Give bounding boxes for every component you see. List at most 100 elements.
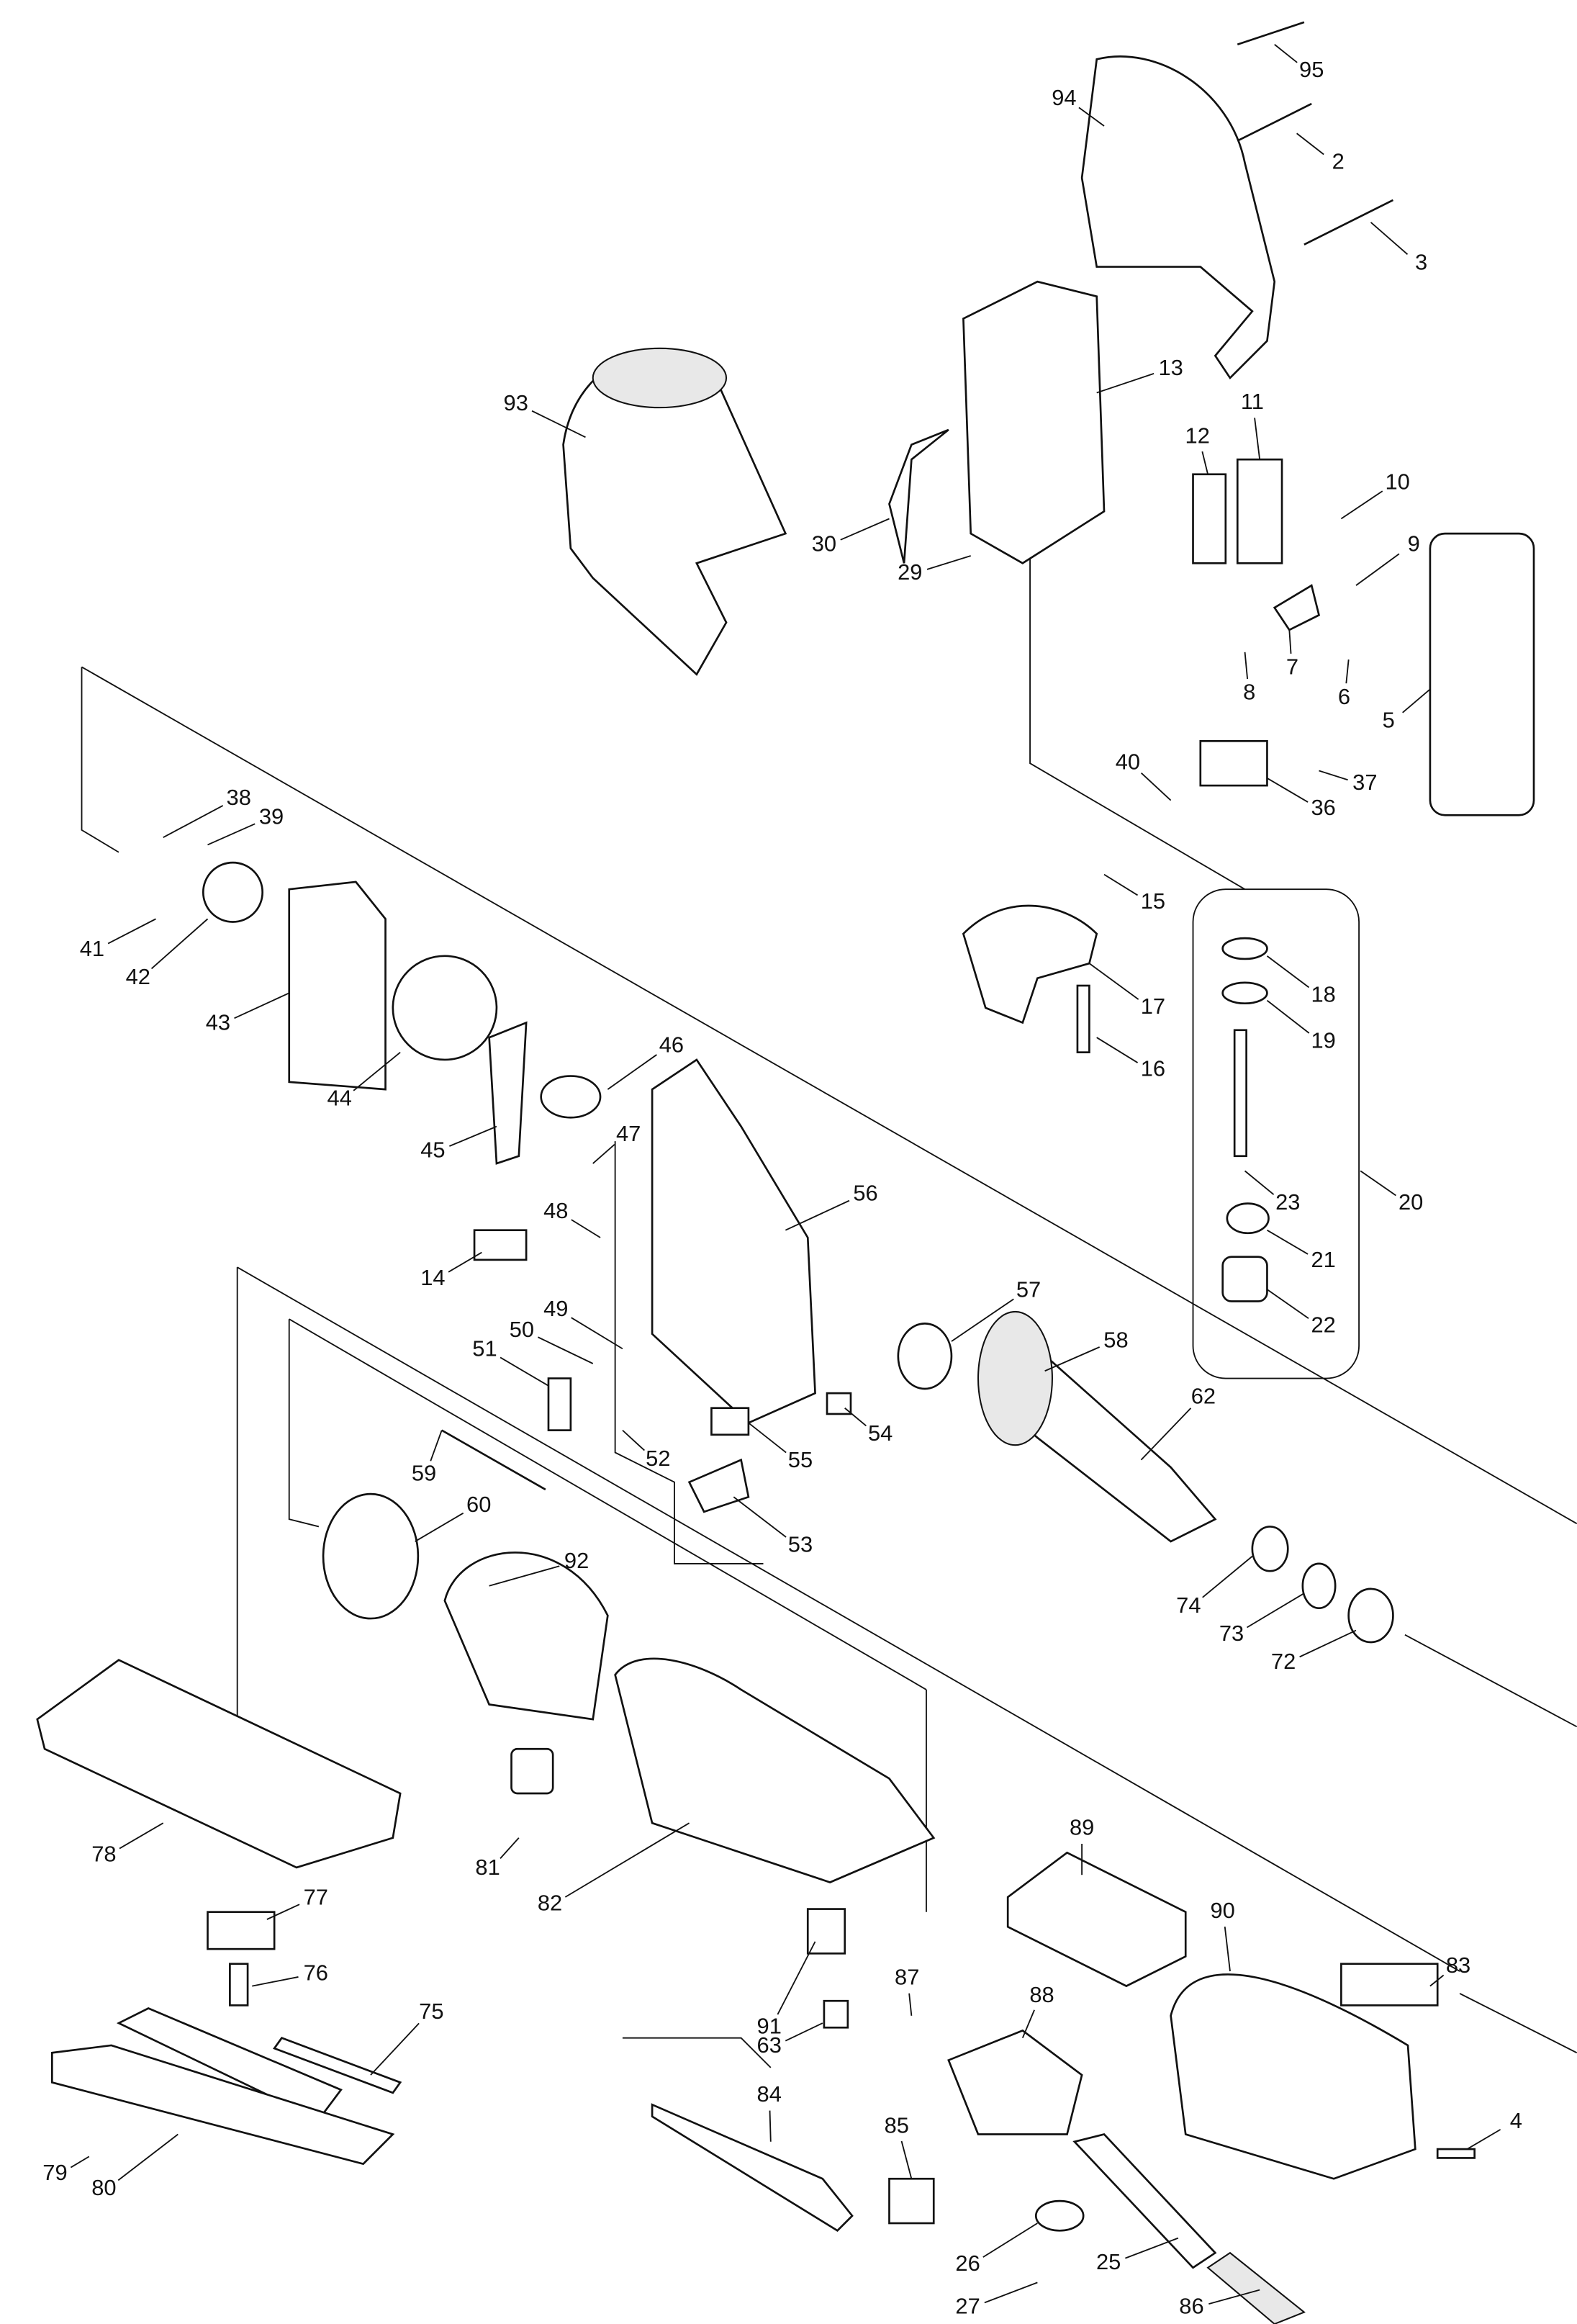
callout-74: 74 [1176, 1593, 1201, 1618]
part-42 [202, 861, 264, 923]
leader-line-17 [1088, 963, 1139, 1000]
leader-line-90 [1224, 1927, 1231, 1972]
leader-line-56 [785, 1199, 850, 1231]
leader-line-43 [234, 992, 290, 1019]
callout-40: 40 [1116, 749, 1140, 774]
leader-line-95 [1274, 44, 1298, 63]
part-72 [1347, 1587, 1394, 1644]
part-45-lever [488, 1021, 528, 1165]
group-line-84 [622, 2037, 772, 2068]
part-81 [510, 1747, 554, 1795]
leader-line-49 [571, 1317, 623, 1350]
part-4-screw [1436, 2148, 1476, 2159]
part-3-screw [1303, 199, 1394, 246]
callout-43: 43 [206, 1010, 230, 1035]
callout-36: 36 [1311, 795, 1336, 820]
callout-79: 79 [42, 2160, 67, 2185]
leader-line-93 [531, 410, 586, 438]
callout-60: 60 [466, 1492, 491, 1517]
callout-83: 83 [1446, 1953, 1470, 1978]
callout-12: 12 [1185, 423, 1210, 448]
leader-line-63 [785, 2022, 823, 2042]
leader-line-2 [1296, 132, 1324, 156]
leader-line-76 [252, 1976, 299, 1987]
leader-line-41 [107, 918, 156, 945]
part-82-motor-housing [614, 1657, 936, 1883]
part-94-handle-cover [1080, 55, 1276, 380]
part-56-gear-housing [651, 1058, 816, 1424]
callout-11: 11 [1241, 389, 1264, 414]
callout-19: 19 [1311, 1027, 1336, 1053]
leader-line-42 [150, 918, 209, 970]
leader-line-9 [1355, 553, 1400, 586]
part-30-spring-wire [888, 428, 949, 564]
part-43-plate [288, 880, 387, 1091]
leader-line-13 [1096, 373, 1154, 394]
part-22 [1221, 1256, 1268, 1302]
callout-13: 13 [1158, 355, 1183, 380]
part-11 [1236, 458, 1283, 564]
callout-26: 26 [955, 2251, 980, 2276]
callout-27: 27 [955, 2294, 980, 2319]
callout-48: 48 [543, 1198, 568, 1223]
callout-16: 16 [1141, 1056, 1165, 1081]
part-59-screw [441, 1429, 546, 1491]
leader-line-73 [1247, 1593, 1305, 1629]
part-85 [888, 2177, 935, 2225]
callout-77: 77 [304, 1884, 328, 1909]
callout-18: 18 [1311, 982, 1336, 1007]
leader-line-48 [571, 1219, 601, 1238]
callout-4: 4 [1510, 2108, 1522, 2133]
callout-55: 55 [788, 1447, 813, 1472]
leader-line-77 [266, 1904, 300, 1920]
leader-line-11 [1254, 418, 1261, 460]
leader-line-10 [1340, 490, 1383, 520]
callout-58: 58 [1103, 1327, 1128, 1352]
callout-56: 56 [853, 1180, 877, 1205]
callout-3: 3 [1415, 250, 1427, 275]
callout-88: 88 [1029, 1982, 1054, 2007]
part-12 [1192, 473, 1227, 564]
part-16-screw [1076, 984, 1090, 1053]
part-84-lever [651, 2103, 854, 2232]
leader-line-78 [119, 1822, 164, 1850]
leader-line-91 [777, 1941, 816, 2015]
leader-line-8 [1244, 652, 1249, 680]
leader-line-37 [1319, 770, 1348, 781]
callout-80: 80 [91, 2175, 116, 2200]
callout-20: 20 [1398, 1189, 1423, 1215]
part-86-cord [1206, 2251, 1306, 2324]
leader-line-16 [1096, 1037, 1139, 1063]
leader-line-14 [448, 1251, 482, 1273]
leader-line-3 [1370, 222, 1409, 256]
part-5-gasket [1429, 532, 1535, 816]
group-lines [81, 430, 1577, 2068]
leader-line-47 [592, 1144, 615, 1164]
leader-line-27 [984, 2282, 1038, 2304]
callout-85: 85 [885, 2112, 909, 2138]
callout-63: 63 [757, 2032, 782, 2058]
part-80-plate-top [116, 2007, 343, 2121]
leader-line-62 [1140, 1408, 1192, 1461]
part-2-screw [1237, 102, 1312, 142]
part-18 [1221, 937, 1268, 960]
callout-6: 6 [1338, 684, 1350, 709]
leader-line-22 [1266, 1289, 1309, 1319]
leader-line-45 [449, 1125, 497, 1147]
leader-line-18 [1266, 955, 1310, 988]
callout-78: 78 [91, 1842, 116, 1867]
callout-50: 50 [510, 1317, 534, 1342]
callout-95: 95 [1299, 57, 1324, 82]
leader-line-51 [500, 1356, 549, 1387]
group-line-53 [614, 1141, 764, 1564]
callout-14: 14 [420, 1265, 445, 1290]
part-14 [473, 1229, 528, 1261]
callout-21: 21 [1311, 1247, 1336, 1272]
leader-line-36 [1266, 778, 1309, 803]
callout-86: 86 [1179, 2294, 1203, 2319]
leader-line-6 [1345, 659, 1350, 684]
part-17 [962, 904, 1098, 1024]
leader-line-60 [415, 1512, 464, 1542]
